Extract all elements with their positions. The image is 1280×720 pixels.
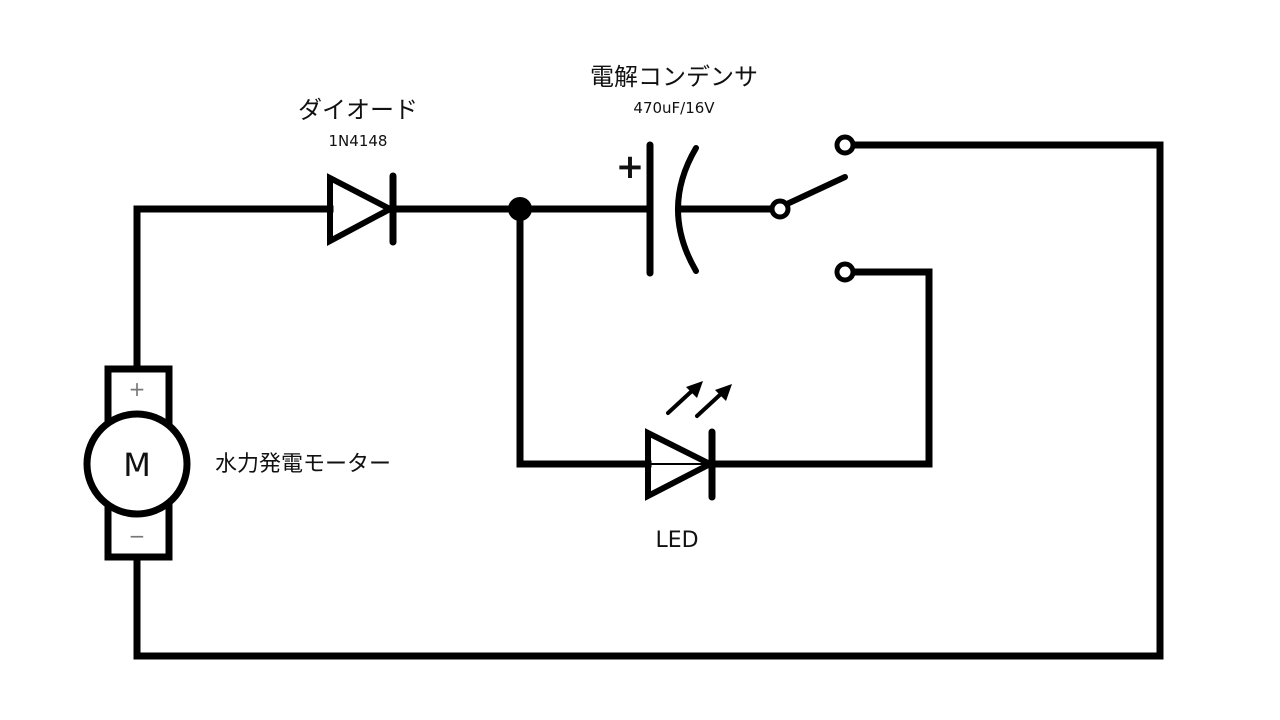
switch-bottom-terminal: [834, 261, 856, 283]
wire-switch-top-return: [133, 141, 1164, 660]
capacitor-label: 電解コンデンサ: [590, 63, 758, 91]
capacitor-symbol: [646, 141, 699, 277]
led-label: LED: [655, 528, 698, 553]
wire-motor-to-diode: [133, 205, 334, 370]
switch-symbol[interactable]: [769, 134, 856, 283]
wire-led-to-switch-bottom: [708, 268, 933, 468]
diode-symbol: [327, 172, 397, 246]
junction-dot: [508, 197, 532, 221]
motor-symbol-letter: M: [123, 446, 151, 484]
switch-lever[interactable]: [784, 174, 848, 207]
light-emission-arrows-icon: [666, 381, 732, 418]
motor-symbol: [83, 365, 191, 561]
diode-label: ダイオード: [298, 96, 418, 124]
capacitor-polarity: +: [616, 147, 645, 187]
led-symbol: [645, 428, 717, 501]
motor-plus-terminal: +: [129, 377, 146, 401]
diode-part-label: 1N4148: [329, 132, 388, 150]
wire-junction-to-led: [516, 205, 652, 468]
motor-minus-terminal: −: [129, 524, 146, 548]
switch-pivot-terminal: [769, 198, 791, 220]
motor-label: 水力発電モーター: [215, 452, 391, 477]
wires: [133, 141, 1164, 660]
switch-top-terminal: [834, 134, 856, 156]
capacitor-rating: 470uF/16V: [633, 99, 715, 117]
